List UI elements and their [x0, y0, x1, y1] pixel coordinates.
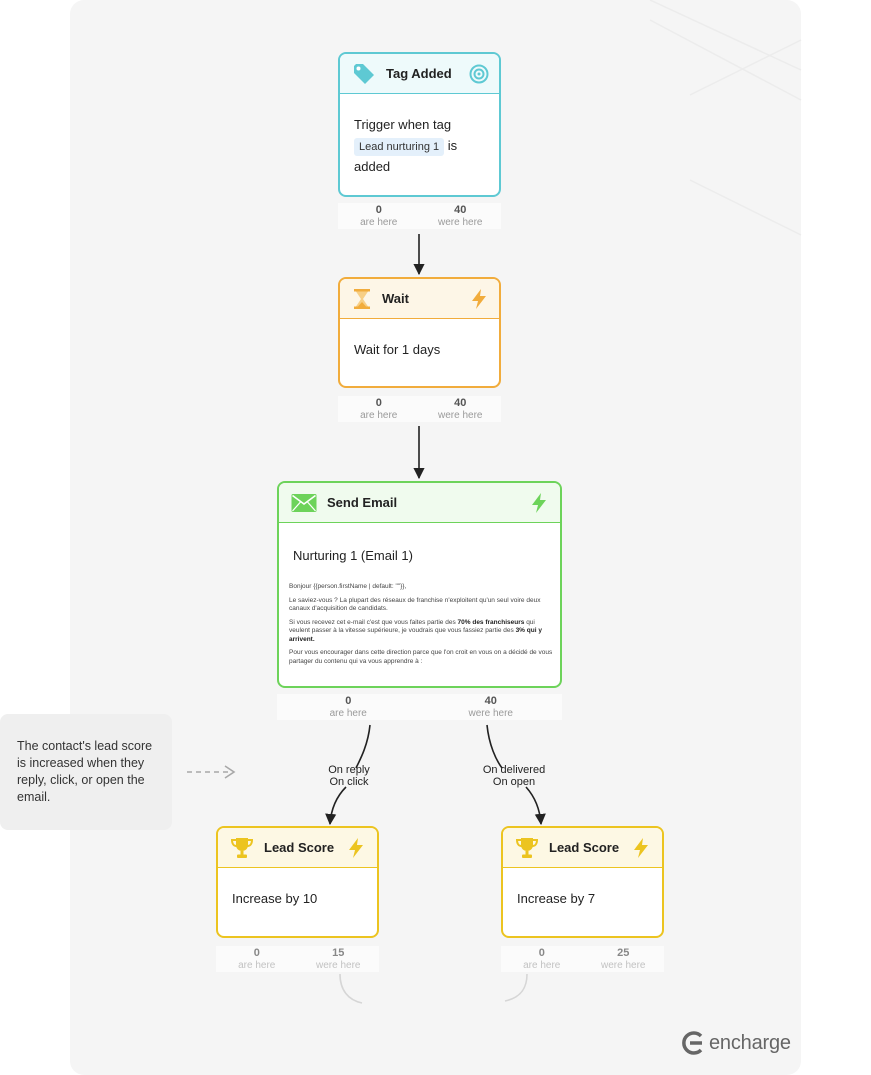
node-title: Send Email: [327, 495, 398, 510]
stat-were-count: 40: [484, 695, 497, 707]
stat-here-count: 0: [375, 397, 382, 409]
trigger-text: is: [447, 138, 458, 153]
stat-were-label: were here: [601, 960, 646, 971]
preview-paragraph: Si vous recevez cet e-mail c'est que vou…: [289, 618, 542, 643]
stat-were-label: were here: [438, 410, 483, 421]
stat-here-count: 0: [345, 695, 352, 707]
trigger-text: added: [354, 159, 391, 174]
stat-here-count: 0: [375, 204, 382, 216]
stat-were-count: 40: [454, 397, 467, 409]
lightning-icon[interactable]: [630, 837, 652, 859]
node-wait[interactable]: Wait Wait for 1 days: [338, 277, 501, 388]
lightning-icon[interactable]: [345, 837, 367, 859]
trophy-icon: [230, 837, 254, 858]
trophy-icon: [515, 837, 539, 858]
connector-out-left: [339, 973, 363, 1004]
lead-score-increase: Increase by 10: [232, 891, 318, 906]
lightning-icon[interactable]: [469, 288, 489, 310]
stat-were-count: 25: [617, 947, 630, 959]
lightning-icon[interactable]: [528, 492, 550, 514]
hourglass-icon: [354, 288, 370, 309]
wait-duration: Wait for 1 days: [354, 342, 441, 357]
encharge-logo: encharge: [681, 1030, 791, 1056]
preview-paragraph: Bonjour {{person.firstName | default: ""…: [289, 583, 407, 590]
preview-paragraph: Pour vous encourager dans cette directio…: [289, 649, 553, 665]
node-send-email[interactable]: Send Email Nurturing 1 (Email 1) Bonjour…: [277, 481, 562, 688]
stat-here-label: are here: [523, 960, 561, 971]
tag-pill[interactable]: Lead nurturing 1: [354, 138, 445, 156]
node-lead-score-delivered-open[interactable]: Lead Score Increase by 7: [501, 826, 664, 938]
node-title: Wait: [382, 291, 409, 306]
node-title: Lead Score: [264, 840, 335, 855]
stat-were-label: were here: [438, 217, 483, 228]
envelope-icon: [291, 493, 317, 512]
preview-paragraph: Le saviez-vous ? La plupart des réseaux …: [289, 596, 541, 613]
lead-score-increase: Increase by 7: [517, 891, 596, 906]
email-preview[interactable]: Bonjour {{person.firstName | default: ""…: [289, 583, 555, 686]
annotation-note: The contact's lead score is increased wh…: [0, 714, 172, 830]
tag-icon: [354, 63, 374, 84]
node-title: Tag Added: [386, 66, 452, 81]
stat-here-count: 0: [253, 947, 260, 959]
trigger-text: Trigger when tag: [354, 117, 452, 132]
node-title: Lead Score: [549, 840, 620, 855]
connector-out-right: [504, 973, 528, 1002]
node-tag-added[interactable]: Tag Added Trigger when tag Lead nurturin…: [338, 52, 501, 197]
stat-were-label: were here: [468, 708, 513, 719]
stat-were-count: 40: [454, 204, 467, 216]
stat-here-count: 0: [538, 947, 545, 959]
connector-email-to-left: [355, 724, 371, 769]
connector-email-to-right: [486, 724, 503, 769]
stat-here-label: are here: [360, 217, 398, 228]
email-subject: Nurturing 1 (Email 1): [293, 548, 413, 563]
stat-were-label: were here: [316, 960, 361, 971]
encharge-logo-icon: [682, 1031, 703, 1055]
brand-name: encharge: [709, 1031, 791, 1054]
stat-here-label: are here: [238, 960, 276, 971]
target-icon[interactable]: [469, 64, 489, 84]
stat-here-label: are here: [329, 708, 367, 719]
stat-were-count: 15: [332, 947, 345, 959]
node-lead-score-reply-click[interactable]: Lead Score Increase by 10: [216, 826, 379, 938]
stat-here-label: are here: [360, 410, 398, 421]
